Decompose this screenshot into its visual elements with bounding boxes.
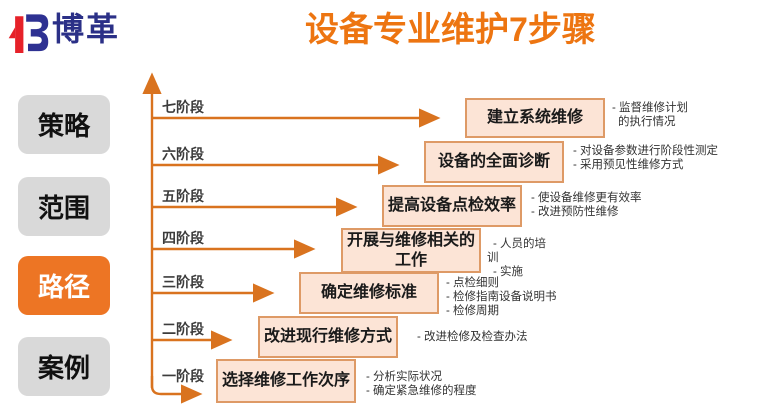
note-line: - 检修周期 <box>446 305 500 317</box>
stage-label-2: 二阶段 <box>162 321 204 337</box>
note-line: - 使设备维修更有效率 <box>531 192 642 204</box>
note-line: - 监督维修计划 <box>612 102 689 114</box>
note-line: - 分析实际状况 <box>366 371 443 383</box>
note-line: - 确定紧急维修的程度 <box>366 385 477 397</box>
stage-notes-2: - 改进检修及检查办法 <box>417 330 528 344</box>
note-line: - 对设备参数进行阶段性测定 <box>573 145 719 157</box>
stage-notes-7: - 监督维修计划 的执行情况 <box>612 101 688 129</box>
stage-label-5: 五阶段 <box>162 188 204 204</box>
note-line: 训 <box>487 252 499 264</box>
note-line: 的执行情况 <box>618 116 676 128</box>
step-box-7: 建立系统维修 <box>465 98 605 138</box>
stage-label-3: 三阶段 <box>162 274 204 290</box>
stage-notes-1: - 分析实际状况 - 确定紧急维修的程度 <box>366 370 477 398</box>
note-line: - 改进检修及检查办法 <box>417 331 528 343</box>
stage-notes-6: - 对设备参数进行阶段性测定 - 采用预见性维修方式 <box>573 144 718 172</box>
page-title: 设备专业维护7步骤 <box>305 11 596 49</box>
step-box-4: 开展与维修相关的工作 <box>341 228 481 273</box>
stage-label-6: 六阶段 <box>162 146 204 162</box>
stage-notes-3: - 点检细则 - 检修指南设备说明书 - 检修周期 <box>446 276 557 318</box>
stage-notes-5: - 使设备维修更有效率 - 改进预防性维修 <box>531 191 642 219</box>
note-line: - 点检细则 <box>446 277 500 289</box>
step-box-2: 改进现行维修方式 <box>258 316 398 358</box>
note-line: - 检修指南设备说明书 <box>446 291 557 303</box>
step-box-6: 设备的全面诊断 <box>424 141 564 183</box>
stage-label-1: 一阶段 <box>162 368 204 384</box>
note-line: - 实施 <box>493 266 524 278</box>
note-line: - 人员的培 <box>493 238 547 250</box>
stage-notes-4: - 人员的培 训 - 实施 <box>487 237 546 279</box>
note-line: - 采用预见性维修方式 <box>573 159 684 171</box>
step-box-3: 确定维修标准 <box>299 272 439 314</box>
sidebar-item-strategy[interactable]: 策略 <box>18 95 110 154</box>
sidebar-item-scope[interactable]: 范围 <box>18 177 110 236</box>
sidebar-item-case[interactable]: 案例 <box>18 337 110 396</box>
note-line: - 改进预防性维修 <box>531 206 619 218</box>
borg-logo-icon <box>8 14 49 53</box>
stage-label-4: 四阶段 <box>162 230 204 246</box>
step-box-5: 提高设备点检效率 <box>382 185 522 227</box>
stage-label-7: 七阶段 <box>162 99 204 115</box>
logo-text: 博革 <box>52 11 121 47</box>
step-box-1: 选择维修工作次序 <box>216 359 356 403</box>
sidebar-item-path[interactable]: 路径 <box>18 256 110 315</box>
